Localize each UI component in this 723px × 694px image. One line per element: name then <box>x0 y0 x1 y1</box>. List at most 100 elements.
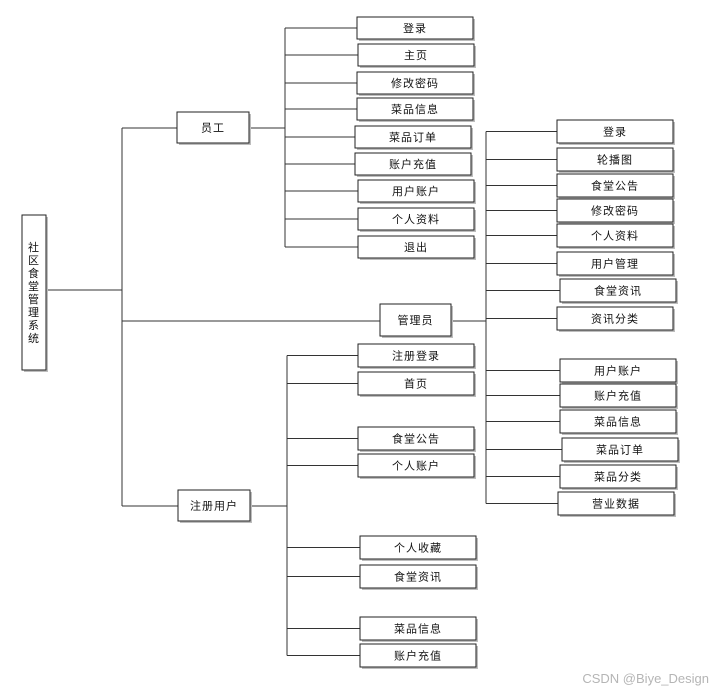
node-label: 修改密码 <box>591 204 639 218</box>
node-box <box>357 179 475 203</box>
admin-item: 食堂资讯 <box>559 278 678 304</box>
node-label: 个人账户 <box>392 459 440 473</box>
node-box <box>559 278 677 303</box>
node-box <box>356 97 474 121</box>
user-item: 菜品信息 <box>359 616 478 642</box>
staff-item: 主页 <box>357 43 476 68</box>
user-item: 注册登录 <box>357 343 476 369</box>
node-box <box>559 409 677 434</box>
node-box <box>357 43 475 67</box>
node-label: 员工 <box>201 122 225 135</box>
node-label: 菜品信息 <box>394 622 442 636</box>
diagram-nodes: 社区食堂管理系统员工管理员注册用户登录主页修改密码菜品信息菜品订单账户充值用户账… <box>21 16 680 669</box>
user-item: 账户充值 <box>359 643 478 669</box>
role-node-user: 注册用户 <box>177 489 252 523</box>
admin-item: 用户账户 <box>559 358 678 384</box>
node-label: 轮播图 <box>597 153 633 167</box>
node-label: 登录 <box>403 21 427 35</box>
admin-item: 食堂公告 <box>556 173 675 199</box>
node-label: 管理员 <box>398 313 434 327</box>
node-label: 菜品信息 <box>594 415 642 429</box>
user-item: 个人收藏 <box>359 535 478 561</box>
node-box <box>359 616 477 641</box>
node-label: 食堂资讯 <box>394 570 442 584</box>
staff-item: 菜品订单 <box>354 125 473 150</box>
node-box <box>556 223 674 248</box>
admin-item: 用户管理 <box>556 251 675 277</box>
node-label: 营业数据 <box>592 497 640 511</box>
staff-item: 用户账户 <box>357 179 476 204</box>
node-box <box>561 437 679 462</box>
connector-lines <box>46 27 562 656</box>
staff-item: 个人资料 <box>357 207 476 232</box>
node-box <box>559 358 677 383</box>
node-box <box>357 426 475 451</box>
user-item: 首页 <box>357 371 476 397</box>
node-box <box>557 491 675 516</box>
node-label: 注册登录 <box>392 349 440 363</box>
role-node-admin: 管理员 <box>379 303 453 338</box>
node-box <box>356 71 474 95</box>
node-label: 用户管理 <box>591 257 639 271</box>
watermark-text: CSDN @Biye_Design <box>582 671 709 686</box>
admin-item: 菜品订单 <box>561 437 680 463</box>
staff-item: 退出 <box>357 235 476 260</box>
node-box <box>357 207 475 231</box>
node-label: 菜品分类 <box>594 470 642 484</box>
node-label: 用户账户 <box>594 364 642 378</box>
node-label: 账户充值 <box>394 649 442 663</box>
node-label: 资讯分类 <box>591 312 639 326</box>
staff-item: 账户充值 <box>354 152 473 177</box>
node-box <box>357 235 475 259</box>
node-label: 食堂公告 <box>591 179 639 193</box>
node-box <box>556 119 674 144</box>
node-box <box>357 453 475 478</box>
user-item: 食堂资讯 <box>359 564 478 590</box>
node-box <box>556 198 674 223</box>
node-label: 主页 <box>404 49 428 62</box>
node-label: 菜品订单 <box>389 131 437 144</box>
node-label: 食堂公告 <box>392 432 440 446</box>
node-box <box>379 303 452 337</box>
node-label: 退出 <box>404 240 428 254</box>
admin-item: 菜品分类 <box>559 464 678 490</box>
root-node: 社区食堂管理系统 <box>21 214 48 372</box>
node-box <box>176 111 250 144</box>
node-label: 账户充值 <box>389 157 437 171</box>
node-label: 用户账户 <box>392 184 440 198</box>
role-node-staff: 员工 <box>176 111 251 145</box>
node-label: 账户充值 <box>594 389 642 403</box>
node-box <box>354 152 472 176</box>
node-box <box>359 643 477 668</box>
node-box <box>357 371 475 396</box>
staff-item: 修改密码 <box>356 71 475 96</box>
admin-item: 个人资料 <box>556 223 675 249</box>
user-item: 个人账户 <box>357 453 476 479</box>
admin-item: 轮播图 <box>556 147 675 173</box>
node-label: 食堂资讯 <box>594 284 642 298</box>
node-box <box>359 564 477 589</box>
admin-item: 登录 <box>556 119 675 145</box>
node-box <box>177 489 251 522</box>
node-box <box>556 306 674 331</box>
node-box <box>359 535 477 560</box>
node-label: 菜品订单 <box>596 444 644 457</box>
node-box <box>559 383 677 408</box>
node-label: 个人收藏 <box>394 541 442 555</box>
admin-item: 营业数据 <box>557 491 676 517</box>
node-box <box>556 147 674 172</box>
admin-item: 修改密码 <box>556 198 675 224</box>
node-box <box>356 16 474 40</box>
admin-item: 账户充值 <box>559 383 678 409</box>
admin-item: 菜品信息 <box>559 409 678 435</box>
user-item: 食堂公告 <box>357 426 476 452</box>
node-box <box>556 251 674 276</box>
node-label: 社区食堂管理系统 <box>28 240 40 345</box>
node-box <box>357 343 475 368</box>
staff-item: 菜品信息 <box>356 97 475 122</box>
node-box <box>559 464 677 489</box>
node-label: 注册用户 <box>190 499 238 513</box>
staff-item: 登录 <box>356 16 475 41</box>
node-label: 修改密码 <box>391 76 439 90</box>
